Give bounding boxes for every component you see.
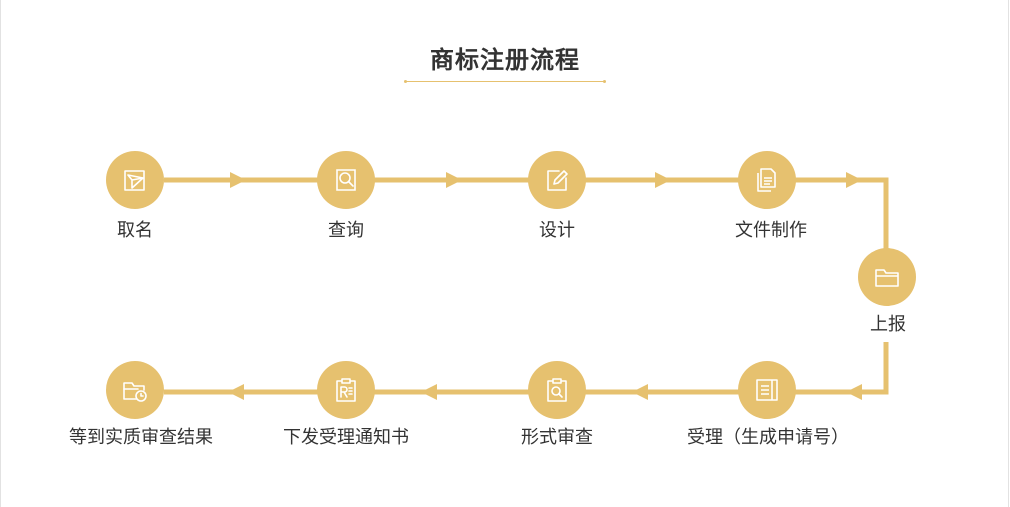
step-1-node bbox=[106, 151, 164, 209]
title-underline bbox=[404, 80, 606, 83]
step-4-label: 文件制作 bbox=[735, 220, 807, 241]
step-8-label: 下发受理通知书 bbox=[283, 427, 409, 448]
step-5-node bbox=[858, 248, 916, 306]
step-5-label: 上报 bbox=[870, 314, 906, 335]
step-7-label: 形式审查 bbox=[521, 427, 593, 448]
connector-5-6 bbox=[795, 342, 889, 395]
step-8-node bbox=[317, 361, 375, 419]
step-2-label: 查询 bbox=[328, 220, 364, 241]
step-1-label: 取名 bbox=[117, 220, 153, 241]
arrow-right-4 bbox=[846, 172, 862, 188]
step-7-node bbox=[528, 361, 586, 419]
frame-right-border bbox=[1008, 0, 1009, 507]
step-2-node bbox=[317, 151, 375, 209]
pencil-edit-icon bbox=[547, 170, 568, 191]
arrow-right-1 bbox=[230, 172, 246, 188]
step-9-node bbox=[106, 361, 164, 419]
frame-left-border bbox=[0, 0, 1, 507]
magnifier-icon bbox=[336, 169, 356, 191]
clipboard-registered-icon bbox=[336, 378, 356, 402]
arrow-left-6 bbox=[632, 384, 648, 400]
arrow-right-3 bbox=[655, 172, 671, 188]
connector-4-5 bbox=[795, 177, 889, 249]
documents-icon bbox=[757, 168, 776, 192]
folder-clock-icon bbox=[123, 382, 147, 402]
step-6-node bbox=[738, 361, 796, 419]
arrow-left-5 bbox=[846, 384, 862, 400]
step-9-label: 等到实质审查结果 bbox=[69, 427, 213, 448]
notebook-icon bbox=[756, 379, 778, 401]
arrow-right-2 bbox=[446, 172, 462, 188]
step-3-label: 设计 bbox=[539, 220, 575, 241]
paper-plane-icon bbox=[124, 170, 145, 191]
step-6-label: 受理（生成申请号） bbox=[687, 427, 849, 448]
page-title: 商标注册流程 bbox=[430, 46, 580, 74]
step-4-node bbox=[738, 151, 796, 209]
arrow-left-7 bbox=[421, 384, 437, 400]
arrow-left-8 bbox=[228, 384, 244, 400]
clipboard-search-icon bbox=[547, 378, 567, 402]
folder-icon bbox=[875, 269, 899, 287]
step-3-node bbox=[528, 151, 586, 209]
